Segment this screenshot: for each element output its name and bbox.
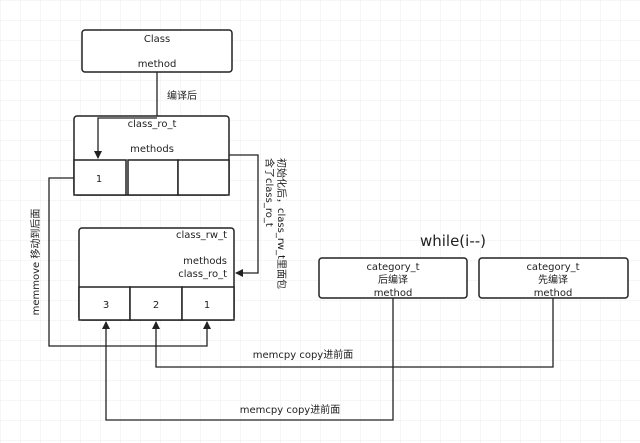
ro-cell [127, 159, 179, 196]
rw-cell-label: 3 [103, 300, 109, 311]
memcpy-arrow-2 [102, 298, 394, 421]
category-method: method [374, 288, 413, 299]
init-label-line1: 初始化后，class_rw_t里面包 [275, 158, 288, 289]
category-title: category_t [366, 262, 419, 273]
ro-cell-label: 1 [96, 174, 102, 185]
rw-cell-label: 2 [153, 300, 159, 311]
rw-cell [129, 286, 183, 321]
rw-cell [78, 286, 131, 321]
compile-label: 编译后 [167, 89, 197, 102]
memcpy-label-1: memcpy copy进前面 [253, 348, 353, 361]
memmove-label: memmove 移动到后面 [29, 209, 42, 316]
rw-title: class_rw_t [176, 230, 227, 241]
ro-cell [177, 159, 230, 196]
compile-arrow [94, 117, 157, 159]
category-title: category_t [526, 262, 579, 273]
init-label-line2: 含了class_ro_t [263, 158, 276, 227]
memmove-arrow [48, 177, 211, 347]
category-method: method [534, 288, 573, 299]
memcpy-label-2: memcpy copy进前面 [240, 403, 340, 416]
class-method: method [138, 59, 177, 70]
rw-ro: class_ro_t [178, 269, 227, 280]
category-order: 先编译 [538, 273, 568, 286]
loop-label: while(i--) [420, 232, 486, 250]
rw-cell-label: 1 [204, 300, 210, 311]
ro-cell [73, 159, 127, 196]
memcpy-arrow-1 [152, 298, 554, 368]
rw-methods: methods [183, 256, 227, 267]
ro-title: class_ro_t [128, 119, 177, 130]
class-title: Class [144, 34, 170, 45]
init-arrow [229, 154, 259, 277]
category-order: 后编译 [378, 273, 408, 286]
ro-methods: methods [130, 144, 174, 155]
rw-cell [181, 286, 235, 321]
